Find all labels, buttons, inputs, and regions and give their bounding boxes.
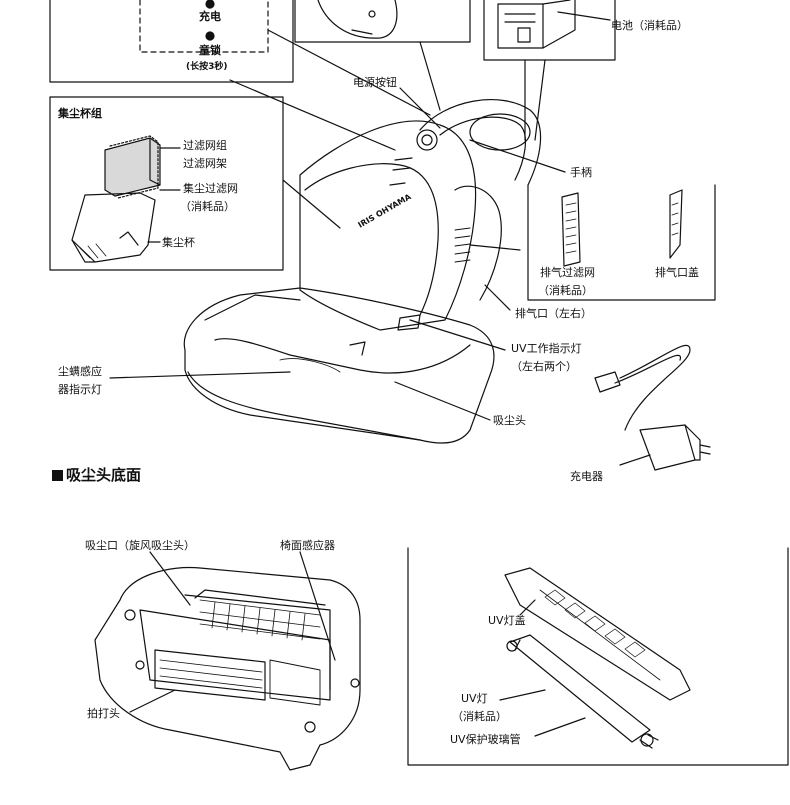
label-uv-lamp-consumable: （消耗品） [452, 710, 507, 723]
label-charge: 充电 [199, 10, 221, 23]
label-uv-glass: UV保护玻璃管 [450, 733, 521, 746]
label-dust-filter: 集尘过滤网 [183, 182, 238, 195]
label-handle: 手柄 [570, 166, 592, 179]
label-uv-cover: UV灯盖 [488, 614, 526, 627]
label-uv-indicator-sub: （左右两个） [511, 360, 577, 373]
top-left-box [49, 0, 431, 116]
label-exhaust-cover: 排气口盖 [655, 266, 699, 279]
label-child-lock: 童锁 [199, 44, 221, 57]
label-filter-group: 过滤网组 [183, 139, 227, 152]
battery-box [483, 0, 616, 141]
top-center-box [294, 0, 471, 111]
label-long-press: (长按3秒) [186, 62, 228, 72]
label-dust-cup: 集尘杯 [162, 236, 195, 249]
label-uv-lamp: UV灯 [461, 692, 488, 705]
exhaust-box [527, 184, 716, 301]
charger-drawing [594, 344, 711, 471]
label-mite-sensor-sub: 器指示灯 [58, 383, 102, 396]
dust-cup-group-box [49, 96, 341, 271]
vacuum-body [109, 79, 566, 444]
label-surface-sensor: 椅面感应器 [280, 539, 335, 552]
label-mite-sensor: 尘螨感应 [58, 365, 102, 378]
label-suction-head: 吸尘头 [493, 414, 526, 427]
label-beater-head: 拍打头 [87, 707, 120, 720]
label-dust-cup-group: 集尘杯组 [58, 107, 102, 120]
label-charger: 充电器 [570, 470, 603, 483]
label-battery: 电池（消耗品） [611, 19, 688, 32]
uv-box [407, 547, 789, 766]
section-bullet [52, 470, 63, 481]
label-uv-indicator: UV工作指示灯 [511, 342, 582, 355]
section-bottom-title: 吸尘头底面 [52, 464, 141, 485]
head-underside [94, 551, 361, 771]
section-bottom-title-text: 吸尘头底面 [66, 466, 142, 484]
label-exhaust-port: 排气口（左右） [515, 307, 592, 320]
label-filter-frame: 过滤网架 [183, 157, 227, 170]
label-dust-filter-consumable: （消耗品） [180, 200, 235, 213]
label-exhaust-filter-consumable: （消耗品） [538, 284, 593, 297]
label-power-button: 电源按钮 [353, 76, 397, 89]
product-brand-text: IRIS OHYAMA [357, 192, 414, 230]
label-suction-port: 吸尘口（旋风吸尘头） [85, 539, 195, 552]
label-exhaust-filter: 排气过滤网 [540, 266, 595, 279]
